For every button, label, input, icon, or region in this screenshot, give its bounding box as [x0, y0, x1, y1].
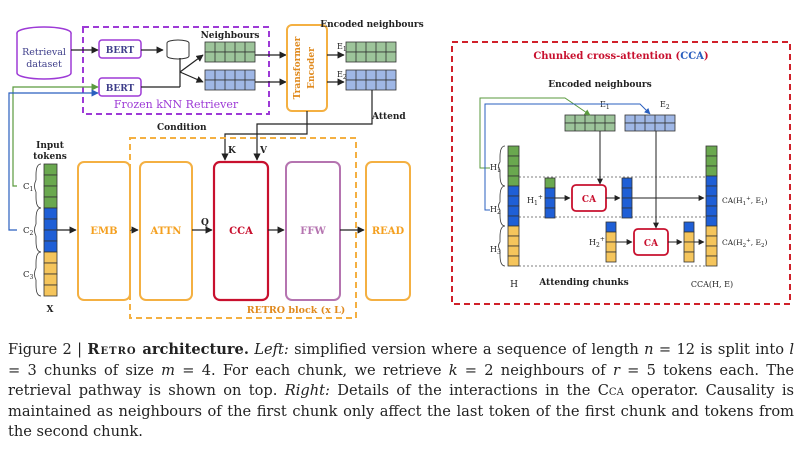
read-label: READ: [372, 226, 405, 237]
encoded-grid-green: [345, 41, 397, 63]
h-label: H: [510, 280, 518, 290]
neighbours-label: Neighbours: [201, 31, 260, 41]
ffw-box: [285, 161, 341, 301]
bert-label-1: BERT: [106, 46, 135, 56]
cca-encoded-grid-blue: [624, 114, 676, 132]
cca-panel-title: Chunked cross-attention (CCA): [533, 51, 708, 62]
neighbours-grid-green: [204, 41, 256, 63]
ca2-out-column: [683, 221, 695, 263]
emb-box: [77, 161, 131, 301]
caption-cca: Cca: [597, 382, 624, 399]
encoded-neighbours-label: Encoded neighbours: [320, 20, 424, 30]
h1-label: H1: [490, 163, 501, 174]
retro-architecture-figure: Frozen kNN Retriever Retrieval dataset B…: [8, 20, 791, 319]
encoded-e2-label: E2: [337, 70, 347, 81]
caption-left: Left:: [254, 341, 289, 358]
neighbours-grid-blue: [204, 69, 256, 91]
cca-label: CCA: [229, 226, 253, 237]
cca-out2-label: CA(H2+, E2): [722, 238, 767, 249]
bert-box-1: [98, 39, 142, 59]
retrieval-dataset-icon: [16, 26, 72, 80]
v-label: V: [259, 146, 268, 156]
caption-text-7: Details of the interactions in the: [329, 382, 598, 399]
c1-label: C1: [23, 182, 33, 193]
encoded-grid-blue: [345, 69, 397, 91]
retrieval-dataset-label-2: dataset: [26, 59, 62, 70]
bert-label-2: BERT: [106, 84, 135, 94]
h1-plus-column: [544, 177, 556, 219]
cca-box: [212, 160, 270, 302]
h3-label: H3: [490, 245, 501, 256]
retro-block-box: [129, 137, 357, 319]
caption-right: Right:: [284, 382, 330, 399]
c3-label: C3: [23, 270, 34, 281]
caption-n: n: [644, 341, 654, 358]
q-label: Q: [201, 218, 209, 228]
ffw-label: FFW: [300, 226, 326, 237]
cca-encoded-grid-green: [564, 114, 616, 132]
cca-encoded-neighbours-label: Encoded neighbours: [548, 80, 652, 90]
k-label: K: [228, 146, 237, 156]
figure-caption: Figure 2 | Retro architecture. Left: sim…: [8, 340, 794, 443]
cca-e1-label: E1: [600, 100, 610, 111]
caption-m: m: [161, 361, 175, 379]
h-column: [507, 145, 520, 267]
h2-label: H2: [490, 205, 501, 216]
cca-out-total-label: CCA(H, E): [691, 280, 733, 289]
input-tokens-label-2: tokens: [33, 152, 67, 162]
transformer-encoder-label-1: Transformer: [293, 36, 303, 99]
emb-label: EMB: [90, 226, 117, 237]
cca-e2-label: E2: [660, 100, 670, 111]
input-tokens-label-1: Input: [36, 141, 65, 151]
retriever-box: [82, 26, 270, 115]
h2-plus-label: H2+: [589, 236, 605, 249]
c2-label: C2: [23, 226, 34, 237]
h1-plus-label: H1+: [527, 194, 543, 207]
caption-text-8: operator. Causality is maintained as nei…: [8, 382, 794, 440]
attend-label: Attend: [371, 112, 406, 122]
ca-label-1: CA: [582, 195, 597, 205]
read-box: [365, 161, 411, 301]
caption-l: l: [789, 341, 794, 358]
retro-block-label: RETRO block (x L): [247, 305, 346, 316]
x-label: X: [47, 305, 54, 315]
input-token-column: [43, 163, 58, 297]
transformer-encoder-label-2: Encoder: [307, 47, 317, 89]
ca-label-2: CA: [644, 239, 659, 249]
h2-plus-column: [605, 221, 617, 263]
caption-r: r: [612, 361, 620, 379]
retriever-label: Frozen kNN Retriever: [114, 98, 239, 111]
caption-text-2: = 12 is split into: [653, 341, 790, 358]
condition-label: Condition: [157, 123, 207, 133]
caption-text-1: simplified version where a sequence of l…: [288, 341, 645, 358]
attn-box: [139, 161, 193, 301]
cca-out1-label: CA(H1+, E1): [722, 196, 767, 207]
caption-text-3: = 3 chunks of size: [8, 361, 162, 379]
database-icon: [166, 39, 190, 60]
attn-label: ATTN: [150, 226, 182, 237]
caption-text-4: = 4. For each chunk, we retrieve: [174, 361, 449, 379]
encoded-e1-label: E1: [337, 42, 347, 53]
caption-text-6: = 5 tokens each. The retrieval pathway i…: [8, 361, 794, 400]
caption-text-5: = 2 neighbours of: [457, 361, 613, 379]
ca1-out-column: [621, 177, 633, 219]
cca-output-column: [705, 145, 718, 267]
caption-prefix: Figure 2 |: [8, 341, 88, 358]
caption-arch: architecture.: [136, 341, 249, 358]
caption-retro: Retro: [87, 341, 137, 358]
retrieval-dataset-label-1: Retrieval: [22, 47, 66, 58]
caption-k: k: [448, 361, 458, 379]
attending-chunks-label: Attending chunks: [538, 278, 629, 288]
